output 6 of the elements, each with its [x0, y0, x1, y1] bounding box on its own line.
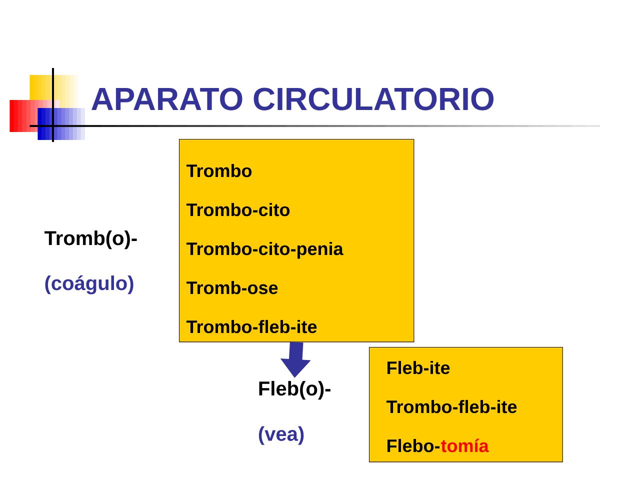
- prefix-text: Fleb(o)- (vea): [258, 380, 330, 445]
- term-box: Fleb-ite Trombo-fleb-ite Flebo-tomía: [369, 347, 563, 462]
- prefix-label: (coágulo): [45, 275, 134, 294]
- title: APARATO CIRCULATORIO: [92, 88, 494, 110]
- prefix-label: Tromb(o)-: [44, 230, 137, 250]
- term-box: Trombo Trombo-cito Trombo-cito-penia Tromb-ose Trombo-fleb-ite: [179, 139, 414, 342]
